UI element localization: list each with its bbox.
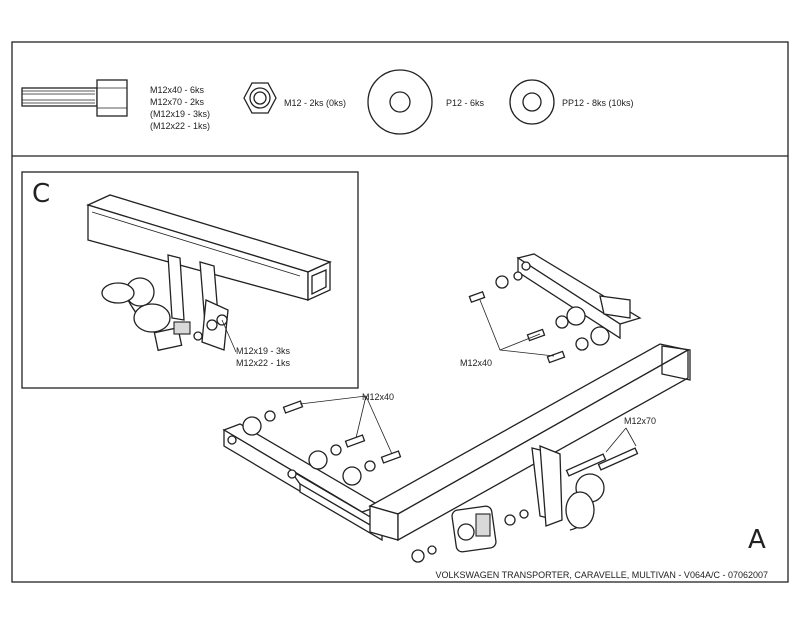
outer-frame xyxy=(11,41,789,583)
spring-washer-label: PP12 - 8ks (10ks) xyxy=(562,98,634,108)
fasteners-left-group xyxy=(242,400,402,486)
callout-left-leader xyxy=(299,395,393,455)
bolt-label-line-3: (M12x19 - 3ks) xyxy=(150,109,210,119)
bolt-icon xyxy=(21,79,128,117)
callout-top-label: M12x40 xyxy=(460,358,492,368)
bolt-label-line-4: (M12x22 - 1ks) xyxy=(150,121,210,131)
callout-left-label: M12x40 xyxy=(362,392,394,402)
callout-left-leader-2 xyxy=(355,395,367,439)
detail-c-callout-2: M12x22 - 1ks xyxy=(236,358,291,368)
detail-c-drawing xyxy=(86,194,332,352)
detail-c-frame xyxy=(21,171,359,389)
bolt-label-line-2: M12x70 - 2ks xyxy=(150,97,205,107)
nut-label: M12 - 2ks (0ks) xyxy=(284,98,346,108)
detail-c-callout-1: M12x19 - 3ks xyxy=(236,346,291,356)
callout-top-leader-2 xyxy=(499,349,555,357)
fasteners-right-group xyxy=(565,447,639,477)
washer-icon xyxy=(367,69,433,135)
fasteners-bottom-group xyxy=(411,509,529,563)
callout-right-label: M12x70 xyxy=(624,416,656,426)
nut-icon xyxy=(243,82,277,114)
callout-right-leader xyxy=(605,427,627,453)
callout-right-leader-2 xyxy=(625,427,637,447)
spring-washer-icon xyxy=(509,79,555,125)
fasteners-top-group xyxy=(468,271,610,364)
detail-c-leader xyxy=(221,319,237,353)
bolt-label-line-1: M12x40 - 6ks xyxy=(150,85,205,95)
main-tow-bar-drawing xyxy=(222,253,691,553)
callout-top-leader-1 xyxy=(479,299,541,351)
main-view-letter: A xyxy=(748,525,766,555)
detail-c-letter: C xyxy=(32,179,50,209)
drawing-footer: VOLKSWAGEN TRANSPORTER, CARAVELLE, MULTI… xyxy=(436,570,768,580)
washer-label: P12 - 6ks xyxy=(446,98,485,108)
